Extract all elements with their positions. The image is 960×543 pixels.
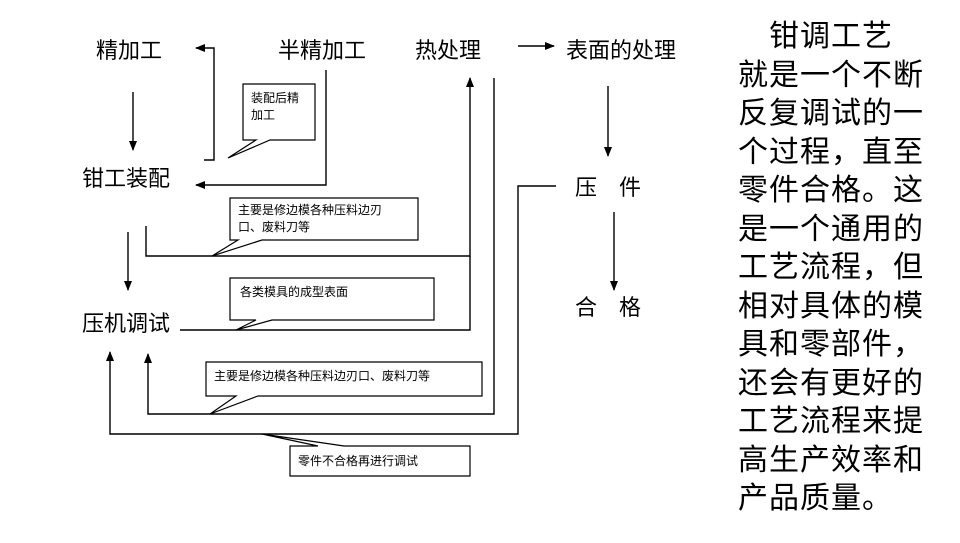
callout-line: 主要是修边模各种压料边刃口、废料刀等 [214, 368, 430, 383]
connector-assembly-to-finishing [195, 44, 215, 161]
callout-line: 零件不合格再进行调试 [298, 453, 418, 468]
callout-trim-edges-1: 主要是修边模各种压料边刃 口、废料刀等 [211, 197, 419, 257]
callout-line: 口、废料刀等 [238, 219, 310, 234]
node-finishing: 精加工 [96, 39, 162, 64]
connector-reject-loop [106, 185, 556, 435]
callout-line: 主要是修边模各种压料边刃 [238, 202, 382, 217]
node-qualified: 合 格 [575, 296, 641, 321]
node-semi-finishing: 半精加工 [278, 39, 366, 64]
callout-line: 各类模具的成型表面 [240, 284, 348, 299]
callout-forming-surface: 各类模具的成型表面 [229, 277, 435, 331]
connector-semi-finishing-to-assembly [195, 70, 327, 189]
callout-assembly-finish: 装配后精 加工 [227, 83, 316, 159]
callout-line: 装配后精 [251, 91, 299, 105]
connector-heat-to-press [144, 78, 495, 415]
side-description: 钳调工艺 就是一个不断 反复调试的一 个过程，直至 零件合格。这 是一个通用的 … [738, 19, 924, 516]
connector-assembly-to-heat [145, 77, 474, 257]
callout-line: 加工 [251, 108, 275, 122]
node-fitter-assembly: 钳工装配 [82, 167, 170, 192]
node-part: 压 件 [575, 176, 641, 201]
callout-reject-debug: 零件不合格再进行调试 [261, 433, 471, 477]
process-flow-diagram: 精加工 半精加工 热处理 表面的处理 钳工装配 压机调试 压 件 合 格 装配后… [82, 39, 676, 477]
node-surface-treatment: 表面的处理 [566, 39, 676, 64]
node-heat-treatment: 热处理 [415, 39, 481, 64]
node-press-debug: 压机调试 [82, 312, 170, 337]
callout-trim-edges-2: 主要是修边模各种压料边刃口、废料刀等 [205, 361, 483, 415]
connector-press-to-heat [180, 256, 471, 331]
